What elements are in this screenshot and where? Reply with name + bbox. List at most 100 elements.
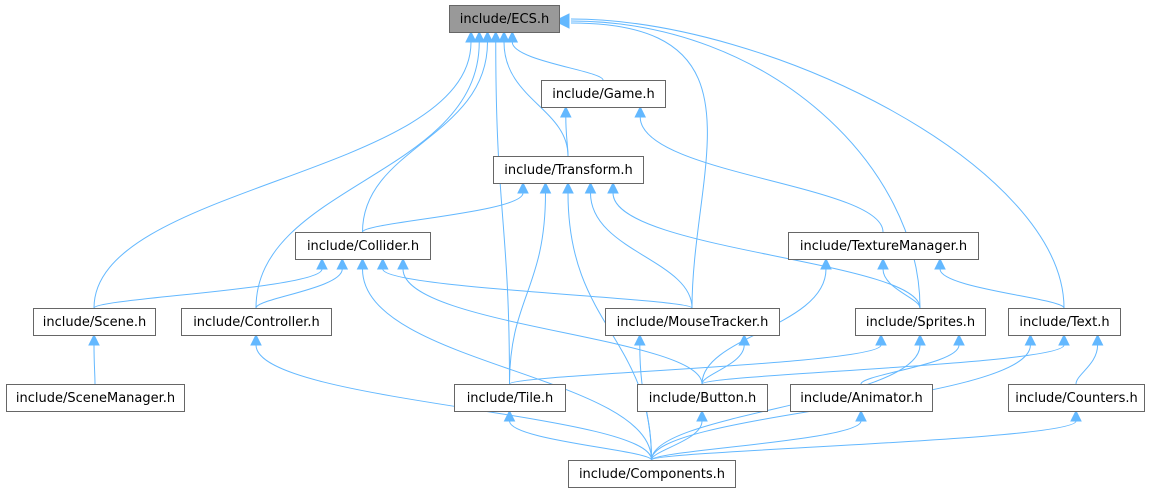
node-scene[interactable]: include/Scene.h [33,308,156,336]
node-box [541,80,666,108]
arrowhead-icon [517,181,529,194]
node-label: include/SceneManager.h [16,391,175,406]
edge-animator-to-sprites [860,344,960,385]
arrowhead-icon [397,257,409,270]
node-label: include/Sprites.h [866,315,975,330]
node-text[interactable]: include/Text.h [1008,308,1121,336]
arrowhead-icon [336,257,349,270]
arrowhead-icon [559,105,572,118]
edge-components-to-sprites [651,344,921,461]
node-box [605,308,780,336]
arrowhead-icon [634,105,647,118]
node-label: include/ECS.h [460,12,549,27]
edge-transform-to-ecs [503,41,569,157]
node-tile[interactable]: include/Tile.h [454,384,566,412]
node-button[interactable]: include/Button.h [637,384,768,412]
node-label: include/Collider.h [307,239,419,254]
arrowhead-icon [1058,333,1070,346]
node-mousetracker[interactable]: include/MouseTracker.h [605,308,780,336]
arrowhead-icon [473,30,486,43]
edge-components-to-counters [651,420,1077,461]
arrowhead-icon [934,257,946,270]
edge-collider-to-transform [362,192,524,233]
arrowhead-icon [820,257,832,270]
node-box [6,384,185,412]
node-ecs[interactable]: include/ECS.h [449,5,560,33]
edge-mousetracker-to-collider [382,268,693,309]
edge-scene-to-collider [93,268,323,309]
node-box [855,308,986,336]
arrowhead-icon [696,409,708,422]
edge-components-to-tile [509,420,652,461]
arrowhead-icon [855,409,867,422]
node-label: include/Game.h [552,87,655,102]
edge-text-to-texturemanager [939,268,1065,309]
node-label: include/Button.h [649,391,756,406]
arrowhead-icon [88,333,100,346]
arrowhead-icon [506,30,519,43]
node-counters[interactable]: include/Counters.h [1008,384,1145,412]
edge-sprites-to-transform [612,192,921,309]
node-box [454,384,566,412]
arrowhead-icon [1091,333,1104,346]
node-label: include/Controller.h [193,315,320,330]
arrowhead-icon [738,333,751,346]
node-box [1008,384,1145,412]
arrowhead-icon [584,181,597,194]
edge-tile-to-transform [509,192,546,385]
edge-scenemanager-to-scene [93,344,96,385]
node-texturemanager[interactable]: include/TextureManager.h [788,232,979,260]
arrowhead-icon [465,30,477,43]
edge-mousetracker-to-transform [590,192,693,309]
arrowhead-icon [1070,409,1082,422]
edge-sprites-to-texturemanager [882,268,921,309]
node-animator[interactable]: include/Animator.h [790,384,933,412]
node-scenemanager[interactable]: include/SceneManager.h [6,384,185,412]
node-components[interactable]: include/Components.h [568,460,736,488]
node-transform[interactable]: include/Transform.h [493,156,644,184]
edge-transform-to-game [565,116,569,157]
edge-texturemanager-to-game [639,116,884,233]
arrowhead-icon [356,257,369,270]
arrowhead-icon [607,181,619,194]
edge-scene-to-ecs [93,41,472,309]
node-label: include/Animator.h [800,391,922,406]
arrowhead-icon [498,30,510,43]
node-game[interactable]: include/Game.h [541,80,666,108]
arrowhead-icon [316,257,328,270]
edge-tile-to-sprites [509,344,882,385]
node-box [493,156,644,184]
node-label: include/Text.h [1019,315,1109,330]
node-controller[interactable]: include/Controller.h [181,308,332,336]
node-box [788,232,979,260]
edge-components-to-collider [362,268,652,461]
node-label: include/Counters.h [1015,391,1138,406]
edge-button-to-mousetracker [701,344,745,385]
node-box [790,384,933,412]
arrowhead-icon [953,333,965,346]
edge-tile-to-ecs [495,41,510,385]
arrowhead-icon [503,409,516,422]
edge-components-to-animator [651,420,862,461]
node-sprites[interactable]: include/Sprites.h [855,308,986,336]
node-box [637,384,768,412]
edge-counters-to-text [1075,344,1099,385]
edge-collider-to-ecs [362,41,488,233]
node-label: include/MouseTracker.h [617,315,769,330]
node-label: include/TextureManager.h [800,239,967,254]
node-label: include/Tile.h [467,391,554,406]
edge-game-to-ecs [511,41,604,81]
node-box [1008,308,1121,336]
edge-button-to-text [701,344,1065,385]
arrowhead-icon [1024,333,1037,346]
edge-components-to-controller [255,344,652,461]
node-collider[interactable]: include/Collider.h [295,232,431,260]
node-label: include/Scene.h [43,315,147,330]
arrowhead-icon [376,257,389,270]
arrowhead-icon [562,181,574,194]
arrowhead-icon [250,333,262,346]
node-label: include/Components.h [579,467,725,482]
node-box [33,308,156,336]
edge-components-to-button [651,420,703,461]
edge-controller-to-ecs [255,41,480,309]
